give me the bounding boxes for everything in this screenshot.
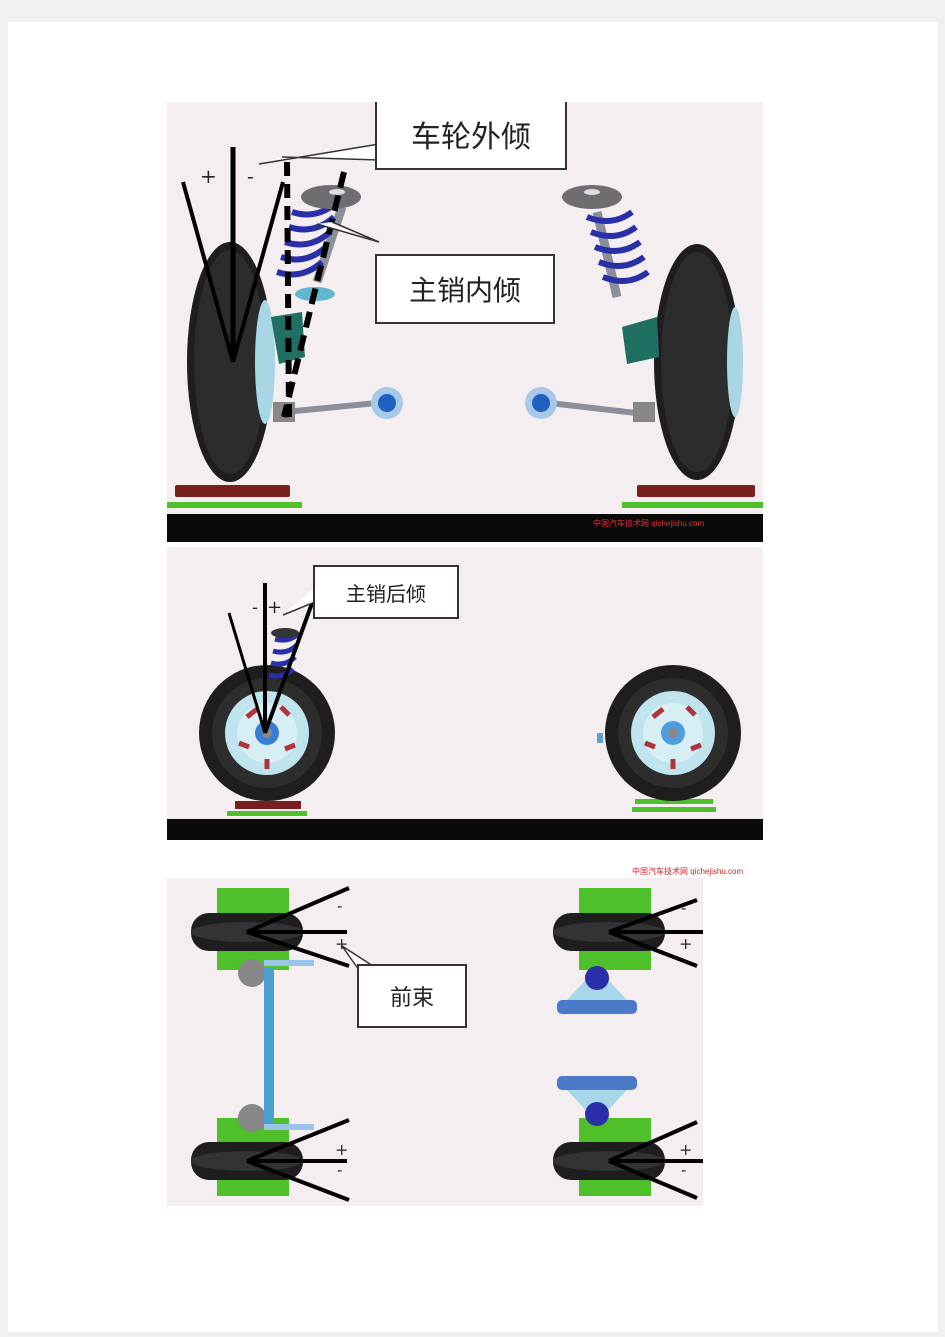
left-pad-green <box>167 502 302 508</box>
right-pad <box>637 485 755 497</box>
caster-plus-sign: + <box>267 597 283 618</box>
kingpin-inclination-label: 主销内倾 <box>408 274 521 307</box>
kingpin-vertical-dashed <box>284 161 292 418</box>
watermark-2: 中国汽车技术网 qichejishu.com <box>632 867 744 876</box>
tie-rod <box>264 968 274 1128</box>
camber-minus-sign: - <box>247 164 254 188</box>
toe-sign-left-top-1: - <box>337 896 343 915</box>
camber-minus-line <box>231 181 285 363</box>
front-pad-green <box>227 811 307 816</box>
left-bottom-wheel <box>191 1104 303 1196</box>
toe-callout: 前束 <box>357 964 467 1028</box>
right-pad-green <box>622 502 763 508</box>
left-top-wheel <box>191 888 303 987</box>
front-view-illustration <box>167 143 763 542</box>
camber-callout-pointer <box>258 143 380 165</box>
toe-lines-left <box>246 886 350 1202</box>
caster-plus-line <box>263 594 317 734</box>
right-suspension <box>525 185 659 422</box>
caster-callout: 主销后倾 <box>313 565 459 619</box>
caster-label: 主销后倾 <box>346 581 426 606</box>
ground-bar <box>167 819 763 840</box>
caster-callout-pointer <box>282 584 318 616</box>
toe-sign-right-top-1: - <box>681 898 687 917</box>
camber-plus-line <box>181 181 235 363</box>
caster-figure: 主销后倾 - + <box>167 547 763 840</box>
toe-sign-left-bottom-2: - <box>337 1160 343 1179</box>
caster-spring <box>268 631 301 679</box>
camber-kingpin-figure: 车轮外倾 主销内倾 + - 中国汽车技术网 qichejishu.com <box>167 102 763 542</box>
rear-wheel <box>597 665 741 801</box>
toe-sign-right-top-2: + <box>679 934 693 953</box>
camber-plus-sign: + <box>200 164 217 188</box>
toe-sign-left-top-2: + <box>335 934 349 953</box>
toe-lines-right <box>608 898 703 1200</box>
toe-figure: 前束 - + + - - + + - <box>167 878 703 1206</box>
caster-minus-line <box>227 612 267 734</box>
left-pad <box>175 485 290 497</box>
toe-sign-right-bottom-1: + <box>679 1140 693 1159</box>
watermark-1: 中国汽车技术网 qichejishu.com <box>593 519 705 528</box>
kingpin-callout-pointer <box>316 221 380 243</box>
toe-label: 前束 <box>389 986 434 1011</box>
camber-label: 车轮外倾 <box>411 120 531 155</box>
kingpin-axis-dashed <box>281 171 347 418</box>
toe-sign-left-bottom-1: + <box>335 1140 349 1159</box>
right-top-wheel <box>553 888 665 1014</box>
right-wheel <box>654 244 743 480</box>
rear-pad-green-2 <box>632 807 716 812</box>
rear-pad-green <box>635 799 713 804</box>
caster-minus-sign: - <box>252 597 259 618</box>
top-view-illustration <box>191 886 703 1202</box>
toe-sign-right-bottom-2: - <box>681 1160 687 1179</box>
front-pad <box>235 801 301 809</box>
side-view-illustration <box>167 583 763 840</box>
kingpin-inclination-callout: 主销内倾 <box>375 254 555 324</box>
camber-callout: 车轮外倾 <box>375 102 567 170</box>
ground-bar <box>167 514 763 542</box>
